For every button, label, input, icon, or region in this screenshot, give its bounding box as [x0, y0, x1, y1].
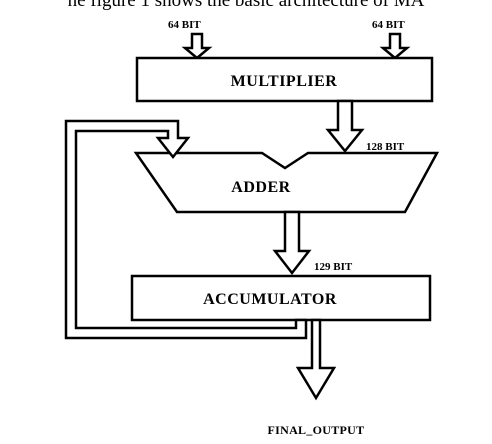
multiplier-to-adder-arrow: [325, 99, 365, 153]
adder-label: ADDER: [231, 179, 290, 196]
left-input-width-label: 64 BIT: [168, 19, 201, 31]
final-output-label: FINAL_OUTPUT: [268, 423, 365, 437]
right-input-arrow: [379, 32, 411, 60]
feedback-path: [64, 119, 308, 340]
figure-caption: he figure 1 shows the basic architecture…: [67, 0, 425, 11]
multiplier-label: MULTIPLIER: [231, 73, 338, 90]
adder-block: [133, 151, 440, 214]
left-input-arrow: [181, 32, 213, 60]
final-output-arrow: [295, 318, 337, 401]
adder-to-accumulator-width-label: 129 BIT: [314, 261, 353, 273]
multiplier-to-adder-width-label: 128 BIT: [366, 141, 405, 153]
adder-to-accumulator-arrow: [272, 210, 312, 276]
multiplier-block: [135, 56, 434, 103]
right-input-width-label: 64 BIT: [372, 19, 405, 31]
accumulator-block: [130, 274, 432, 322]
accumulator-label: ACCUMULATOR: [203, 291, 337, 308]
